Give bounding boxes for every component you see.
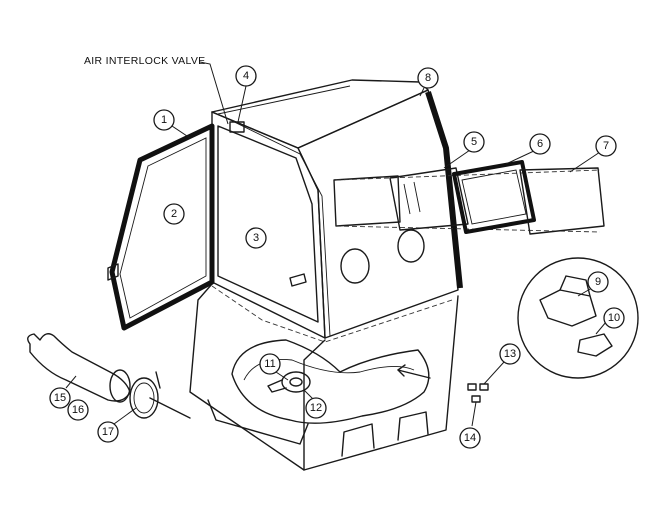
svg-text:9: 9 [595,276,601,288]
small-hardware [467,383,489,403]
callout-1: 1 [153,109,175,131]
window-cover [519,167,605,235]
svg-text:3: 3 [253,232,259,244]
svg-text:15: 15 [54,392,66,404]
svg-text:6: 6 [537,138,543,150]
glove [27,333,131,402]
callout-5: 5 [463,131,485,153]
callout-8: 8 [417,67,439,89]
left-door [107,123,215,331]
callout-11: 11 [259,353,281,375]
callout-4: 4 [235,65,257,87]
svg-text:16: 16 [72,404,84,416]
svg-text:4: 4 [243,70,249,82]
clamp-ring [129,377,159,419]
door-hinge [107,263,119,281]
detail-inset [517,257,639,379]
svg-text:5: 5 [471,136,477,148]
callout-6: 6 [529,133,551,155]
callout-16: 16 [67,399,89,421]
window-glass [389,167,469,231]
callout-3: 3 [245,227,267,249]
valve-block [229,121,245,133]
svg-text:8: 8 [425,72,431,84]
arrow-indicator [397,369,431,379]
callout-12: 12 [305,397,327,419]
window-assembly [333,160,605,235]
svg-text:11: 11 [264,358,275,370]
svg-text:13: 13 [504,348,516,360]
svg-text:1: 1 [161,114,167,126]
callout-10: 10 [603,307,625,329]
callout-9: 9 [587,271,609,293]
motor-unit [281,371,311,393]
svg-text:14: 14 [464,432,476,444]
svg-text:7: 7 [603,140,609,152]
air-interlock-label: AIR INTERLOCK VALVE [84,55,205,67]
callout-13: 13 [499,343,521,365]
callout-7: 7 [595,135,617,157]
air-interlock-leader [199,61,229,125]
svg-text:2: 2 [171,208,177,220]
svg-text:17: 17 [102,426,114,438]
callout-15: 15 [49,387,71,409]
glove-port-right [397,229,425,263]
leader-lines [65,85,607,427]
svg-text:12: 12 [310,402,322,414]
glove-port-left [340,248,370,284]
glove-assembly [27,333,191,419]
callout-17: 17 [97,421,119,443]
svg-text:10: 10 [608,312,620,324]
callout-14: 14 [459,427,481,449]
callout-2: 2 [163,203,185,225]
